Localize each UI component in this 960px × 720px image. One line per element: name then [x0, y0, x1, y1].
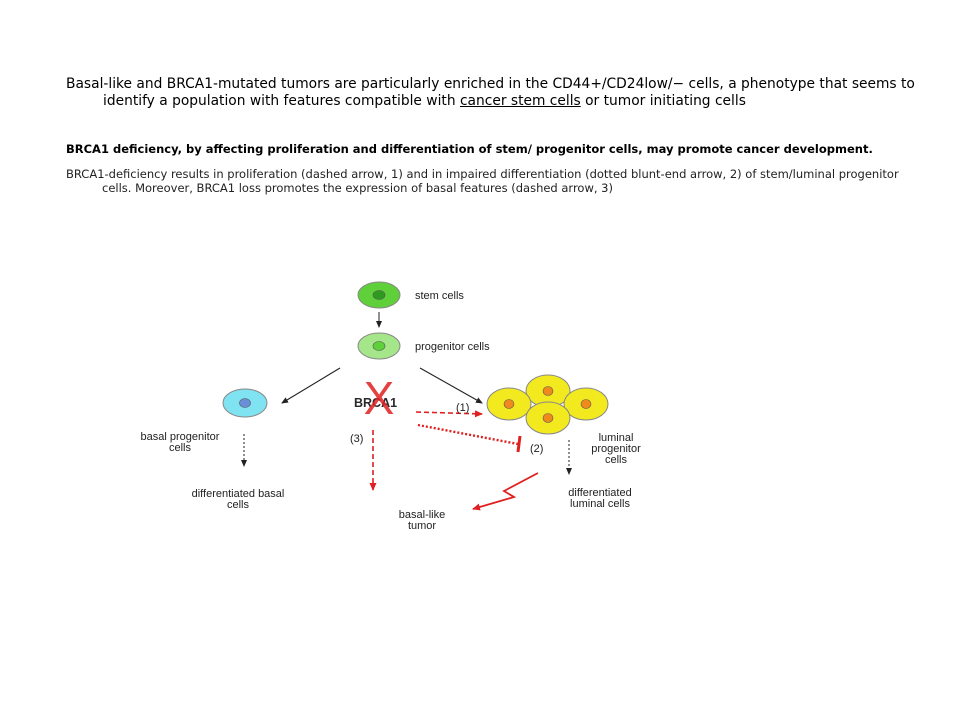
red-x-mark: X: [364, 372, 395, 424]
luminal-progenitor-label-line3: cells: [605, 454, 628, 466]
luminal-progenitor-cluster: [486, 374, 609, 435]
paragraph-brca1-deficiency: BRCA1 deficiency, by affecting prolifera…: [66, 142, 873, 156]
label-2: (2): [530, 443, 543, 455]
blunt-end-bar: [516, 435, 522, 453]
lightning-arrow: [472, 472, 539, 511]
basal-progenitor-label-line1: basal progenitor: [141, 431, 220, 443]
differentiated-luminal-label-line2: luminal cells: [570, 498, 630, 510]
proliferation-dashed-arrow: [415, 410, 483, 418]
paragraph-basal-like-enrichment: Basal-like and BRCA1-mutated tumors are …: [66, 76, 943, 110]
luminal-progenitor-label-line1: luminal: [599, 432, 634, 444]
basal-like-tumor-label-line2: tumor: [408, 520, 436, 532]
differentiated-basal-label-line1: differentiated basal: [192, 488, 285, 500]
progenitor-cells-label: progenitor cells: [415, 341, 490, 353]
p1-text-start: Basal-like and BRCA1-mutated tumors are …: [66, 76, 915, 109]
p1-text-end: or tumor initiating cells: [580, 93, 746, 109]
impaired-differentiation-dotted-line: [417, 423, 519, 446]
basal-progenitor-label-line2: cells: [169, 442, 192, 454]
paragraph-brca1-results: BRCA1-deficiency results in proliferatio…: [66, 167, 899, 195]
basal-progenitor-cell: [222, 388, 268, 418]
brca1-label: BRCA1: [354, 396, 397, 410]
label-1: (1): [456, 402, 469, 414]
progenitor-cell: [357, 332, 401, 360]
basal-like-tumor-label-line1: basal-like: [399, 509, 445, 521]
differentiated-luminal-label-line1: differentiated: [568, 487, 631, 499]
stem-cell: [357, 281, 401, 309]
label-3: (3): [350, 433, 363, 445]
luminal-progenitor-label-line2: progenitor: [591, 443, 641, 455]
progenitor-to-luminal-arrow: [419, 367, 483, 404]
cancer-stem-cells-link[interactable]: cancer stem cells: [459, 93, 581, 109]
progenitor-to-basal-arrow: [281, 367, 341, 404]
stem-cells-label: stem cells: [415, 290, 464, 302]
differentiated-basal-label-line2: cells: [227, 499, 250, 511]
